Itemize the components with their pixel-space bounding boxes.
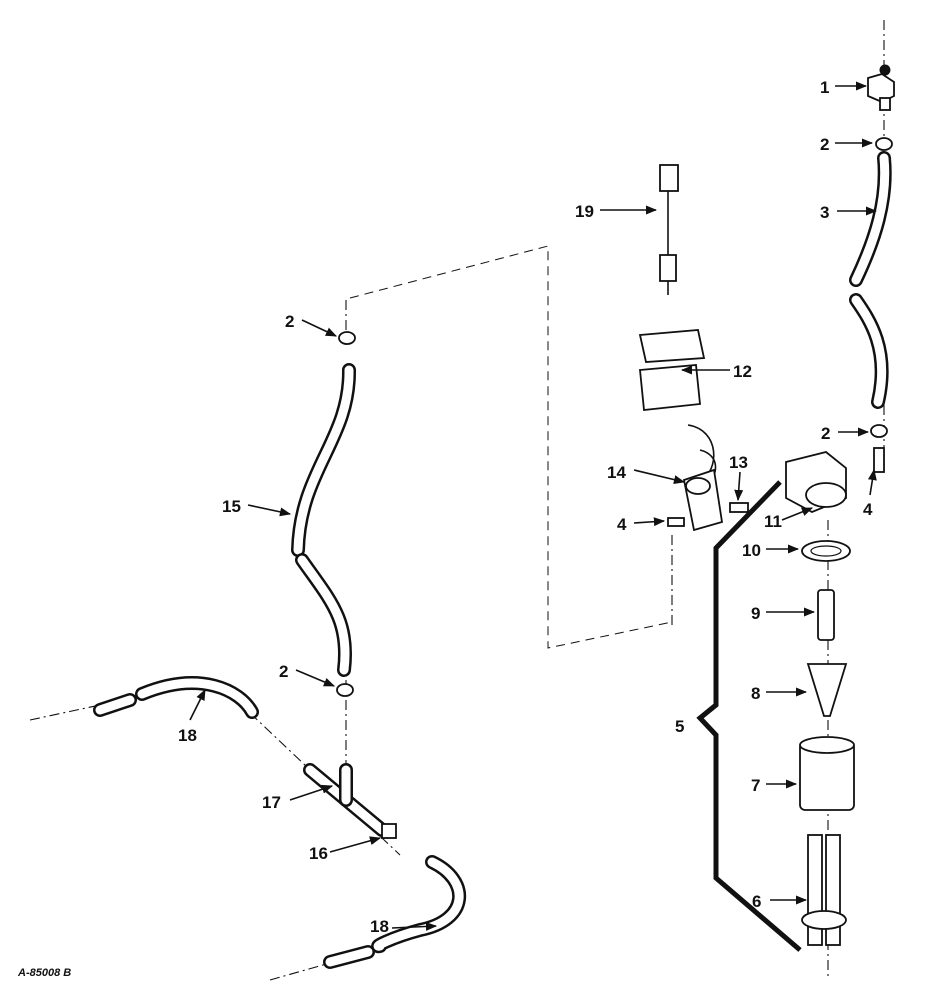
leader-lines bbox=[189, 81, 878, 931]
callout-labels: 1 2 3 2 19 12 13 14 4 4 11 10 9 8 5 7 6 … bbox=[178, 78, 873, 936]
drain-wire bbox=[696, 480, 802, 952]
return-hose bbox=[291, 363, 357, 677]
callout-2: 2 bbox=[285, 312, 294, 331]
center-lines bbox=[29, 20, 885, 981]
callout-2: 2 bbox=[820, 135, 829, 154]
callout-13: 13 bbox=[729, 453, 748, 472]
callout-8: 8 bbox=[751, 684, 760, 703]
crossover-hose-upper bbox=[93, 676, 259, 719]
gasket-plates bbox=[638, 329, 706, 411]
callout-1: 1 bbox=[820, 78, 829, 97]
callout-4: 4 bbox=[617, 515, 627, 534]
elbow-fitting bbox=[873, 447, 885, 473]
clamp-return-bottom bbox=[336, 683, 354, 697]
callout-12: 12 bbox=[733, 362, 752, 381]
callout-10: 10 bbox=[742, 541, 761, 560]
filter-tube bbox=[817, 589, 835, 641]
solenoid bbox=[667, 424, 749, 532]
shutoff-valve bbox=[867, 64, 895, 111]
callout-2: 2 bbox=[279, 662, 288, 681]
clamp-top bbox=[875, 137, 893, 151]
drawing-code: A-85008 B bbox=[17, 967, 71, 979]
bowl-bracket bbox=[801, 834, 847, 946]
callout-6: 6 bbox=[752, 892, 761, 911]
callout-15: 15 bbox=[222, 497, 241, 516]
clamp-lower bbox=[870, 424, 888, 438]
clamp-return-top bbox=[338, 331, 356, 345]
callout-5: 5 bbox=[675, 717, 684, 736]
filter-head bbox=[785, 451, 847, 513]
callout-18: 18 bbox=[370, 917, 389, 936]
crossover-hose-lower bbox=[323, 855, 466, 969]
filter-cone bbox=[806, 663, 848, 717]
callout-16: 16 bbox=[309, 844, 328, 863]
filter-bowl bbox=[799, 736, 855, 811]
callout-3: 3 bbox=[820, 203, 829, 222]
callout-7: 7 bbox=[751, 776, 760, 795]
callout-19: 19 bbox=[575, 202, 594, 221]
callout-18: 18 bbox=[178, 726, 197, 745]
phantom-routing-line bbox=[349, 245, 673, 649]
upper-fuel-hose bbox=[849, 151, 892, 409]
clamp-16 bbox=[381, 823, 397, 839]
callout-9: 9 bbox=[751, 604, 760, 623]
callout-17: 17 bbox=[262, 793, 281, 812]
gasket-ring bbox=[801, 540, 851, 562]
callout-2: 2 bbox=[821, 424, 830, 443]
callout-14: 14 bbox=[607, 463, 626, 482]
wire-harness bbox=[659, 164, 679, 295]
callout-4: 4 bbox=[863, 500, 873, 519]
callout-11: 11 bbox=[764, 512, 782, 531]
tee-fitting bbox=[303, 763, 389, 837]
